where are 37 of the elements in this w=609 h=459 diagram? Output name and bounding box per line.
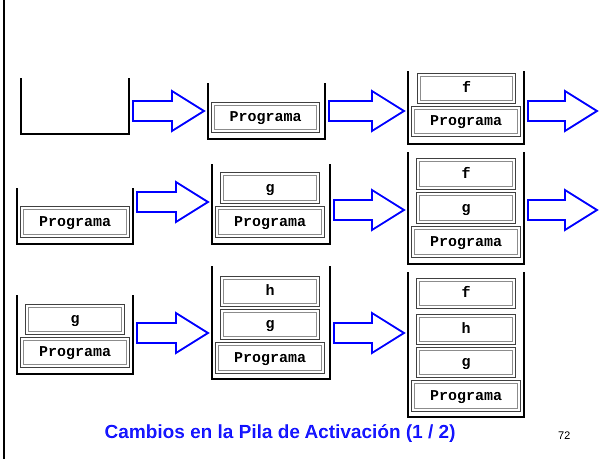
stack-frame-box: g	[220, 309, 320, 340]
page-number: 72	[558, 430, 570, 442]
stack-frame-box: Programa	[411, 226, 521, 258]
block-arrow	[527, 89, 599, 133]
stack-container	[16, 188, 134, 245]
stack-frame-box: Programa	[20, 337, 130, 368]
stack-container	[16, 295, 134, 375]
stack-frame-box: Programa	[211, 102, 320, 133]
stack-container	[211, 266, 331, 380]
stack-frame-box: Programa	[215, 342, 325, 374]
stack-frame-box: g	[220, 172, 320, 204]
stack-container	[207, 83, 326, 140]
stack-container	[211, 164, 331, 245]
stack-frame-box: f	[416, 278, 516, 309]
stack-frame-box: g	[416, 192, 516, 224]
block-arrow	[333, 311, 406, 355]
stack-frame-box: f	[416, 158, 516, 190]
block-arrow	[527, 188, 599, 232]
stack-frame-box: Programa	[411, 106, 521, 137]
block-arrow	[136, 311, 210, 355]
slide-title: Cambios en la Pila de Activación (1 / 2)	[104, 422, 456, 444]
block-arrow	[136, 180, 210, 224]
stack-container	[407, 152, 525, 265]
stack-container	[20, 78, 130, 135]
stack-frame-box: f	[417, 73, 516, 104]
block-arrow	[328, 89, 406, 133]
stack-frame-box: g	[25, 304, 125, 335]
stack-frame-box: g	[416, 347, 516, 378]
stack-frame-box: h	[220, 276, 320, 307]
stack-frame-box: Programa	[20, 206, 130, 238]
stack-frame-box: h	[416, 314, 516, 345]
stack-container	[407, 71, 525, 145]
stack-frame-box: Programa	[215, 206, 325, 238]
block-arrow	[333, 188, 406, 232]
stack-frame-box: Programa	[411, 380, 521, 412]
block-arrow	[132, 89, 206, 133]
stack-container	[407, 272, 525, 418]
